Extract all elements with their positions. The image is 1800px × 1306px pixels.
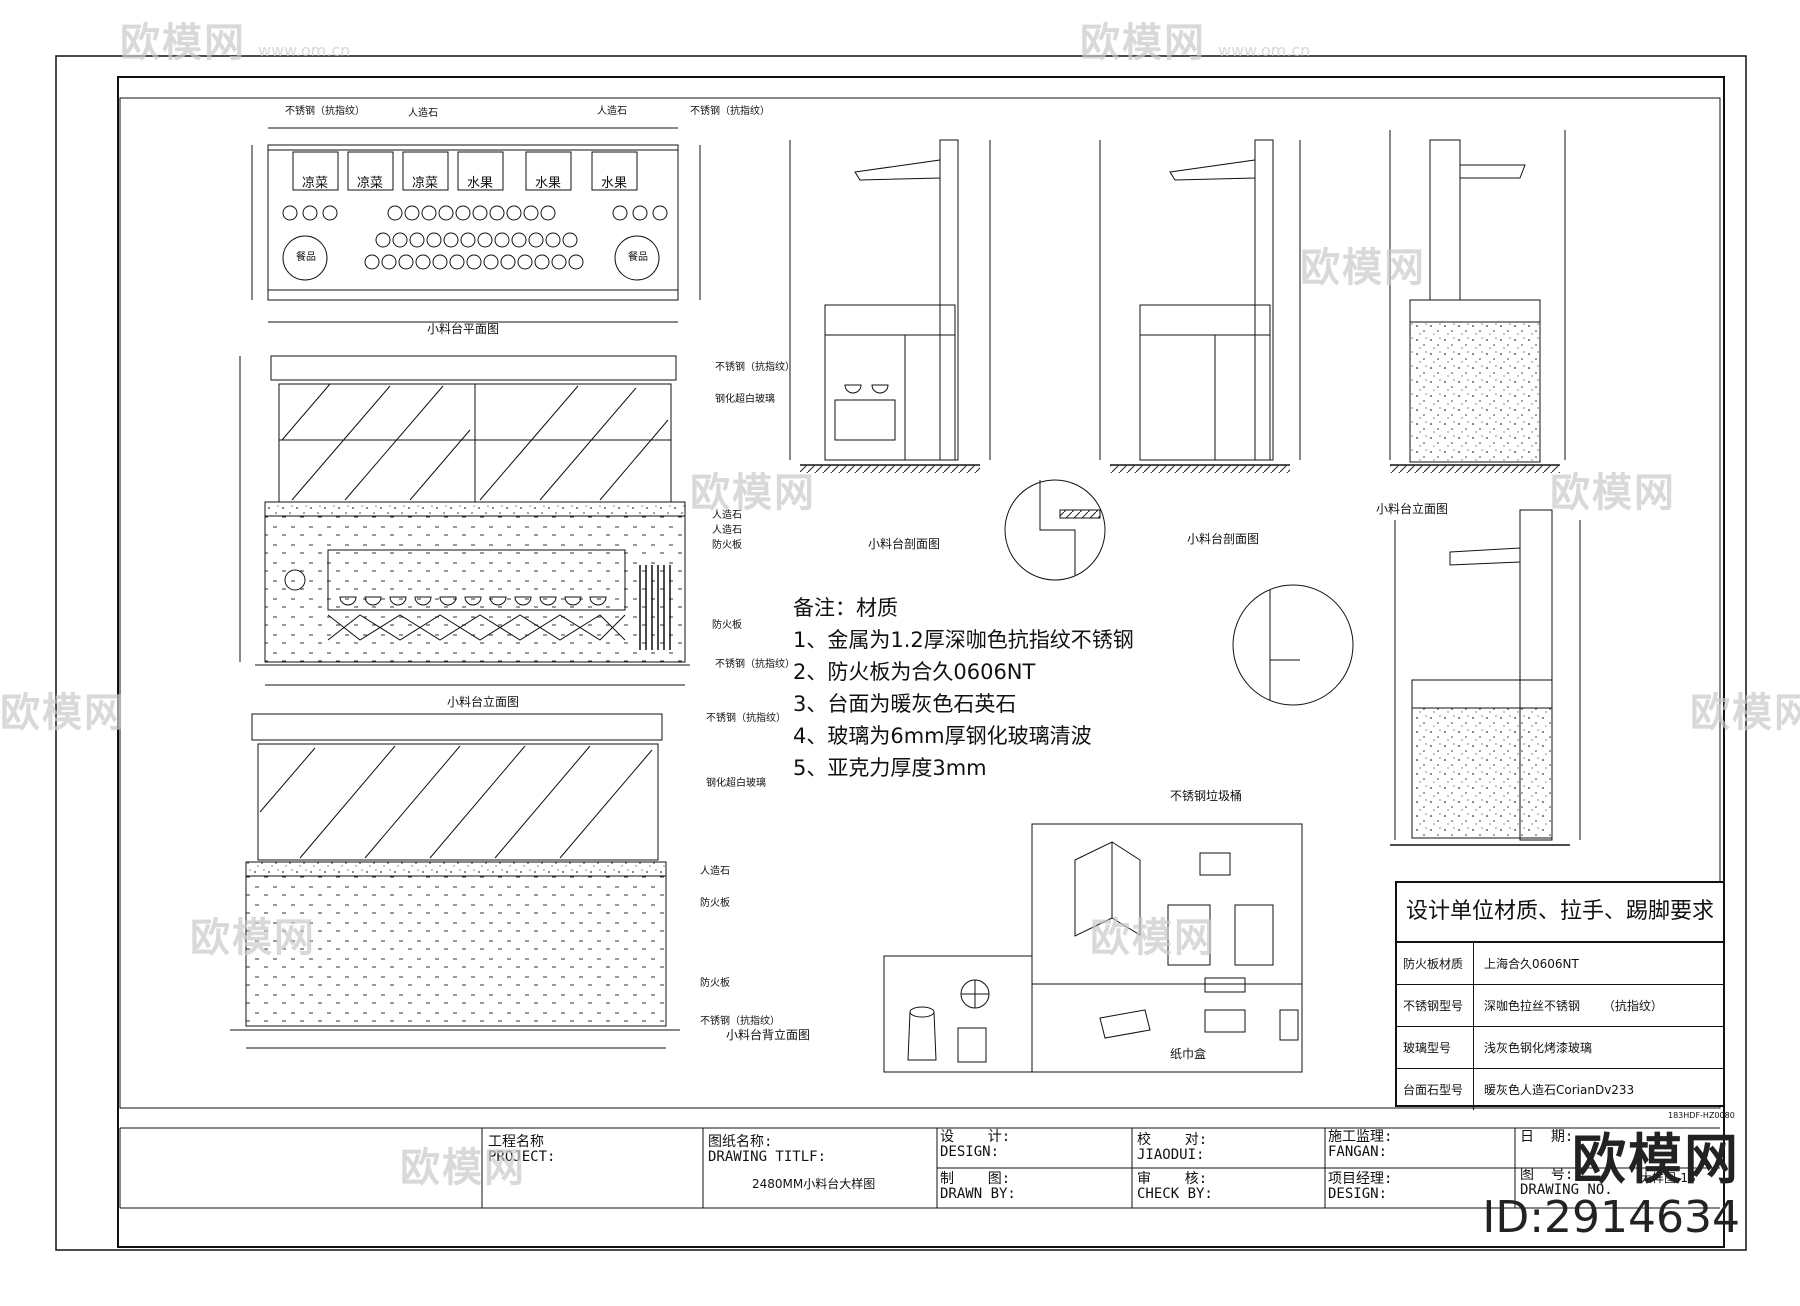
plan-bin-2: 凉菜	[357, 176, 384, 191]
tb-drawing-cn: 图纸名称:	[708, 1134, 773, 1150]
watermark: 欧模网	[190, 915, 316, 961]
materials-row: 防火板材质 上海合久0606NT	[1397, 943, 1723, 985]
materials-value: 深咖色拉丝不锈钢 （抗指纹）	[1484, 999, 1663, 1013]
back-elevation	[230, 713, 680, 1049]
plan-bin-6: 水果	[601, 176, 628, 191]
back-label-ss: 不锈钢（抗指纹）	[706, 713, 786, 724]
tb-supervise-cn: 施工监理:	[1328, 1129, 1393, 1145]
plan-bin-3: 凉菜	[412, 176, 439, 191]
tb-check-cn: 校 对:	[1137, 1132, 1208, 1148]
watermark: 欧模网	[1550, 470, 1676, 516]
front-label-ss-bottom: 不锈钢（抗指纹）	[715, 659, 795, 670]
materials-row: 台面石型号 暖灰色人造石CorianDv233	[1397, 1069, 1723, 1110]
notes-heading: 备注：材质	[793, 596, 898, 620]
front-label-stone-2: 人造石	[712, 525, 742, 536]
back-label-fireboard-2: 防火板	[700, 978, 730, 989]
tb-project-cn: 工程名称	[488, 1134, 544, 1150]
front-label-glass: 钢化超白玻璃	[715, 394, 775, 405]
watermark: 欧模网	[1690, 690, 1800, 736]
tb-design-cn: 设 计:	[940, 1129, 1011, 1145]
tb-supervise-en: FANGAN:	[1328, 1144, 1388, 1160]
watermark: 欧模网	[400, 1145, 526, 1191]
plan-round-left: 餐品	[296, 252, 316, 263]
tb-project-en: PROJECT:	[488, 1149, 556, 1165]
note-item: 1、金属为1.2厚深咖色抗指纹不锈钢	[793, 628, 1134, 652]
front-title: 小料台立面图	[447, 695, 520, 709]
back-label-stone: 人造石	[700, 866, 730, 877]
brand-logo: 欧模网	[1572, 1128, 1740, 1191]
materials-code: 183HDF-HZ0080	[1668, 1111, 1735, 1120]
tissue-box-label: 纸巾盒	[1170, 1047, 1207, 1061]
plan-bin-1: 凉菜	[302, 176, 329, 191]
watermark: 欧模网	[690, 470, 816, 516]
front-elevation	[239, 355, 690, 686]
material-notes: 备注：材质 1、金属为1.2厚深咖色抗指纹不锈钢 2、防火板为合久0606NT …	[793, 592, 1134, 784]
side-elevation-lower	[1390, 509, 1581, 846]
materials-key: 不锈钢型号	[1397, 985, 1474, 1026]
plan-label-stone-left: 人造石	[408, 108, 438, 119]
materials-value: 暖灰色人造石CorianDv233	[1484, 1083, 1635, 1097]
tb-drawno-value: 大样图-18	[1640, 1171, 1696, 1185]
front-label-fireboard-1: 防火板	[712, 540, 742, 551]
section2-title: 小料台剖面图	[1187, 532, 1260, 546]
tb-drawno-en: DRAWING NO.	[1520, 1182, 1613, 1198]
note-item: 4、玻璃为6mm厚钢化玻璃清波	[793, 724, 1092, 748]
materials-key: 防火板材质	[1397, 943, 1474, 984]
materials-value: 上海合久0606NT	[1484, 957, 1579, 971]
note-item: 2、防火板为合久0606NT	[793, 660, 1036, 684]
tb-drawn-en: DRAWN BY:	[940, 1186, 1016, 1202]
side-title: 小料台立面图	[1376, 502, 1449, 516]
plan-title: 小料台平面图	[427, 322, 500, 336]
materials-row: 不锈钢型号 深咖色拉丝不锈钢 （抗指纹）	[1397, 985, 1723, 1027]
materials-row: 玻璃型号 浅灰色钢化烤漆玻璃	[1397, 1027, 1723, 1069]
note-item: 5、亚克力厚度3mm	[793, 756, 987, 780]
watermark: 欧模网	[1090, 915, 1216, 961]
back-label-fireboard-1: 防火板	[700, 898, 730, 909]
section-1	[789, 139, 991, 473]
front-label-ss: 不锈钢（抗指纹）	[715, 362, 795, 373]
plan-label-ss-right: 不锈钢（抗指纹）	[690, 106, 770, 117]
materials-table: 设计单位材质、拉手、踢脚要求 防火板材质 上海合久0606NT 不锈钢型号 深咖…	[1395, 881, 1725, 1110]
brand-id: ID:2914634	[1482, 1192, 1740, 1243]
tb-drawno-cn: 图 号:	[1520, 1167, 1574, 1183]
materials-key: 玻璃型号	[1397, 1027, 1474, 1068]
back-title: 小料台背立面图	[726, 1028, 811, 1042]
plan-bin-5: 水果	[535, 176, 562, 191]
tb-drawing-name: 2480MM小料台大样图	[752, 1177, 876, 1191]
materials-value: 浅灰色钢化烤漆玻璃	[1484, 1041, 1593, 1055]
plan-view	[251, 127, 701, 323]
plan-round-right: 餐品	[628, 252, 648, 263]
back-label-ss-bottom: 不锈钢（抗指纹）	[700, 1016, 780, 1027]
plan-label-stone-right: 人造石	[597, 106, 627, 117]
tb-check-en: JIAODUI:	[1137, 1147, 1205, 1163]
materials-title: 设计单位材质、拉手、踢脚要求	[1397, 883, 1723, 943]
tb-date-cn: 日 期:	[1520, 1129, 1574, 1145]
tb-pm-cn: 项目经理:	[1328, 1171, 1393, 1187]
section-2	[1099, 139, 1301, 473]
materials-key: 台面石型号	[1397, 1069, 1474, 1110]
bin-detail-title: 不锈钢垃圾桶	[1170, 789, 1243, 803]
section1-title: 小料台剖面图	[868, 537, 941, 551]
note-item: 3、台面为暖灰色石英石	[793, 692, 1017, 716]
tb-review-cn: 审 核:	[1137, 1171, 1208, 1187]
tb-drawing-en: DRAWING TITLF:	[708, 1149, 827, 1165]
plan-bin-4: 水果	[467, 176, 494, 191]
front-label-fireboard-2: 防火板	[712, 620, 742, 631]
tb-review-en: CHECK BY:	[1137, 1186, 1213, 1202]
watermark: 欧模网	[1300, 245, 1426, 291]
tb-design-en: DESIGN:	[940, 1144, 1000, 1160]
watermark: 欧模网	[0, 690, 126, 736]
front-label-stone-1: 人造石	[712, 510, 742, 521]
back-label-glass: 钢化超白玻璃	[706, 778, 766, 789]
tb-drawn-cn: 制 图:	[940, 1171, 1011, 1187]
tb-pm-en: DESIGN:	[1328, 1186, 1388, 1202]
plan-label-ss-left: 不锈钢（抗指纹）	[285, 106, 365, 117]
side-elevation	[1389, 130, 1566, 473]
